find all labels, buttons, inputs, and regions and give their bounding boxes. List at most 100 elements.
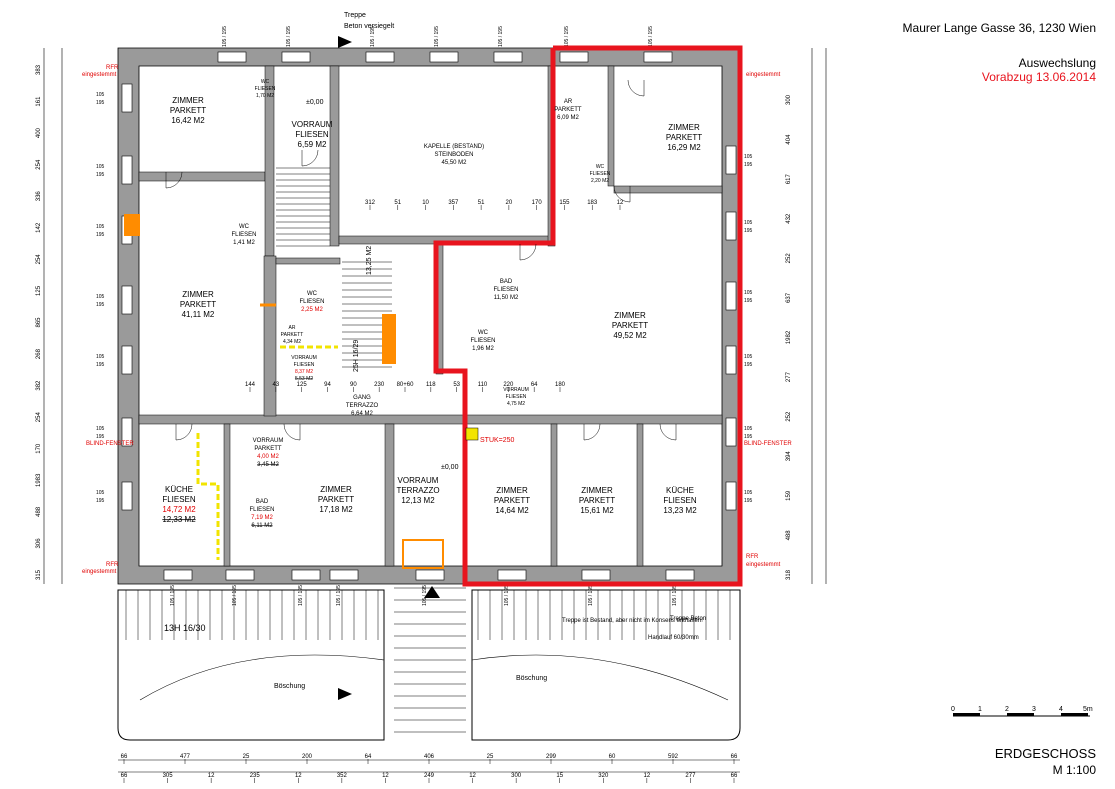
dim-misc-10: 220 — [503, 382, 514, 388]
window-dim-left-b-4: 195 — [96, 362, 105, 368]
terrace-left-outline — [117, 589, 385, 741]
window-dim-bottom-4: 105 / 195 — [422, 585, 428, 606]
wall-segment-6 — [613, 185, 723, 194]
note-eingestemmt-top-right: eingestemmt — [746, 72, 781, 78]
window-bottom-1 — [225, 569, 255, 581]
dim-misc-7: 118 — [426, 382, 436, 388]
dim-misc-3: 94 — [324, 382, 331, 388]
window-dim-right-5: 105 — [744, 490, 753, 496]
dim-right-7: 277 — [786, 371, 792, 382]
dim-corridor-1: 51 — [394, 200, 401, 206]
window-dim-top-5: 105 / 195 — [564, 26, 570, 47]
window-dim-left-6: 105 — [96, 490, 105, 496]
window-right-5 — [725, 481, 737, 511]
dim-bottom-a-4: 64 — [365, 754, 372, 760]
room-label-16-line-1: FLIESEN — [506, 394, 527, 400]
dim-right-6: 1982 — [786, 330, 792, 344]
room-label-4-line-0: AR — [564, 99, 573, 105]
dim-bottom-a-6: 25 — [487, 754, 494, 760]
note-eingestemmt-top-left: eingestemmt — [82, 72, 117, 78]
dim-corridor-6: 170 — [532, 200, 543, 206]
dim-left-13: 1983 — [36, 473, 42, 487]
note-boeschung-left: Böschung — [274, 683, 305, 690]
room-label-14-line-1: PARKETT — [612, 321, 648, 330]
dim-bottom-b-13: 277 — [685, 773, 696, 779]
terrace-right-outline — [471, 589, 741, 741]
room-label-23-line-2: 15,61 M2 — [580, 506, 614, 515]
dim-bottom-b-8: 12 — [469, 773, 476, 779]
window-bottom-7 — [665, 569, 695, 581]
dim-left-1: 161 — [36, 96, 42, 107]
room-label-16-line-0: VORRAUM — [503, 387, 529, 393]
window-dim-top-4: 105 / 195 — [498, 26, 504, 47]
note-boeschung-right: Böschung — [516, 675, 547, 682]
window-left-6 — [121, 481, 133, 511]
dim-left-3: 254 — [36, 159, 42, 170]
wall-segment-10 — [636, 423, 644, 567]
dim-left-16: 315 — [36, 569, 42, 580]
dim-left-8: 865 — [36, 317, 42, 328]
entrance-arrow-icon — [424, 586, 440, 598]
door-arc-2 — [613, 185, 631, 203]
scale-label-4: 4 — [1059, 706, 1063, 713]
window-right-2 — [725, 281, 737, 311]
window-dim-right-b-1: 195 — [744, 228, 753, 234]
note-eingestemmt-bottom-left: eingestemmt — [82, 569, 117, 575]
window-top-4 — [493, 51, 523, 63]
dim-bottom-b-10: 15 — [556, 773, 563, 779]
dim-bottom-a-1: 477 — [180, 754, 191, 760]
dim-right-9: 394 — [786, 451, 792, 462]
window-dim-bottom-6: 105 / 195 — [588, 585, 594, 606]
note-rfr-bottom-right: RFR — [746, 554, 759, 560]
room-label-19-line-0: BAD — [256, 499, 269, 505]
wall-segment-9 — [550, 423, 558, 567]
room-label-22-line-0: ZIMMER — [496, 486, 528, 495]
room-label-8-line-0: ZIMMER — [182, 290, 214, 299]
note-blindfenster-left: BLIND-FENSTER — [86, 441, 134, 447]
room-label-11-line-1: FLIESEN — [294, 362, 315, 368]
room-label-11-line-2: 8,37 M2 — [295, 369, 313, 375]
dim-left-10: 382 — [36, 380, 42, 391]
plan-subtitle: Auswechslung — [1018, 56, 1096, 70]
dim-bottom-a-7: 299 — [546, 754, 557, 760]
note-stair-rise: 25H 16/29 — [353, 340, 360, 372]
window-dim-right-b-2: 195 — [744, 298, 753, 304]
wall-segment-0 — [138, 171, 266, 182]
dim-left-0: 383 — [36, 64, 42, 75]
dim-bottom-a-9: 592 — [668, 754, 679, 760]
room-label-8-line-1: PARKETT — [180, 300, 216, 309]
window-right-4 — [725, 417, 737, 447]
room-label-5-line-1: PARKETT — [666, 133, 702, 142]
room-label-12-line-1: FLIESEN — [493, 287, 518, 293]
dim-left-11: 254 — [36, 412, 42, 423]
room-label-3-line-0: KAPELLE (BESTAND) — [424, 144, 484, 150]
room-label-9-line-0: WC — [307, 291, 318, 297]
room-label-15-line-2: 6,64 M2 — [351, 411, 373, 417]
room-label-10-line-0: AR — [289, 325, 296, 331]
note-stair-main: 13,25 M2 — [366, 246, 373, 275]
note-blindfenster-right: BLIND-FENSTER — [744, 441, 792, 447]
window-dim-bottom-2: 105 / 195 — [298, 585, 304, 606]
window-dim-right-1: 105 — [744, 220, 753, 226]
dim-misc-2: 125 — [297, 382, 308, 388]
dim-bottom-a-2: 25 — [243, 754, 250, 760]
room-label-24-line-2: 13,23 M2 — [663, 506, 697, 515]
room-label-13-line-2: 1,96 M2 — [472, 346, 494, 352]
room-label-12-line-2: 11,50 M2 — [494, 295, 519, 301]
window-bottom-2 — [291, 569, 321, 581]
room-label-19-line-3: 6,11 M2 — [251, 523, 273, 529]
window-dim-left-b-2: 195 — [96, 232, 105, 238]
dim-left-7: 125 — [36, 285, 42, 296]
room-label-1-line-0: VORRAUM — [292, 120, 333, 129]
room-label-3-line-2: 45,50 M2 — [441, 160, 467, 166]
note-stuk: STUK=250 — [480, 437, 515, 444]
room-label-15-line-0: GANG — [353, 395, 371, 401]
